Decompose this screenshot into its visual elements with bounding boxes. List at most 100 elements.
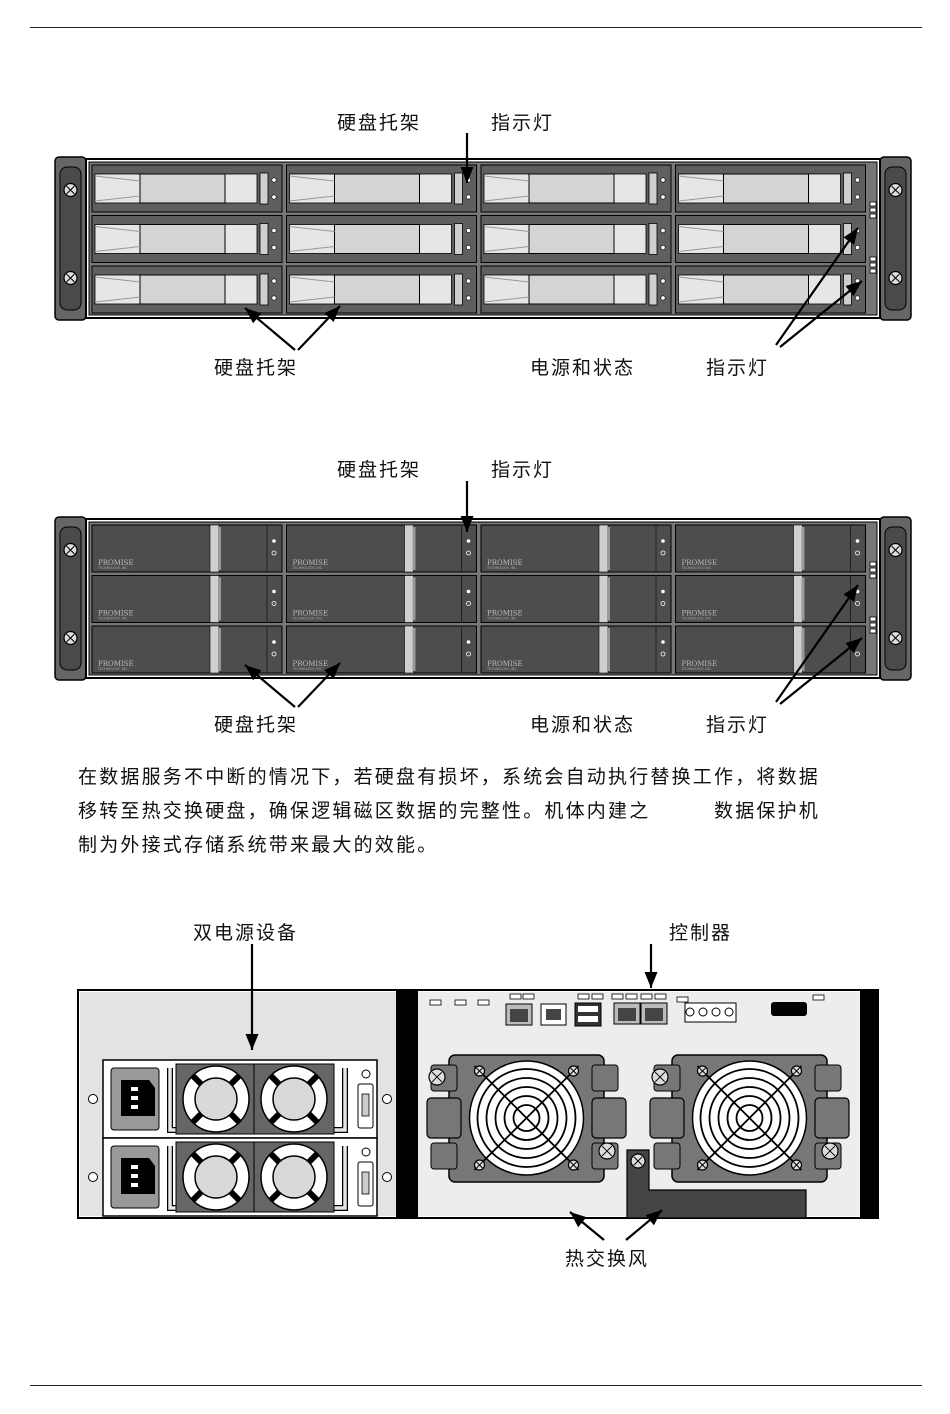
promise-logo-text: PROMISE [293, 610, 329, 618]
fan-tab-small [591, 1064, 619, 1092]
drive-led [855, 651, 860, 657]
bezel-panel [91, 524, 283, 573]
drive-led [271, 177, 277, 183]
bezel-panel [286, 625, 477, 674]
rj45-opening [645, 1008, 663, 1021]
fig2-label-drive-carrier-bottom: 硬盘托架 [214, 714, 299, 736]
status-led [611, 993, 624, 1000]
status-led [869, 201, 877, 207]
bezel-handle-edge [607, 628, 610, 671]
paragraph-line-3: 制为外接式存储系统带来最大的效能。 [78, 834, 439, 856]
ethernet-port-icon [613, 1002, 641, 1025]
fan-screw-icon [567, 1159, 580, 1171]
psu-fan-hub [194, 1077, 238, 1121]
sas-housing [684, 1002, 737, 1023]
carrier-latch-line [289, 195, 335, 202]
status-led [869, 268, 877, 274]
fig1-label-indicator-top: 指示灯 [491, 112, 555, 134]
status-led [869, 616, 877, 622]
serial-port-icon [540, 1003, 567, 1026]
paragraph-line-2: 移转至热交换硬盘，确保逻辑磁区数据的完整性。机体内建之 数据保护机 [78, 800, 821, 822]
drive-carrier [675, 164, 866, 213]
drive-led [271, 550, 277, 556]
socket-pin [131, 1165, 138, 1169]
promise-logo-text: PROMISE [682, 559, 718, 567]
fan-tab-small [653, 1142, 681, 1170]
carrier-latch [259, 223, 269, 255]
carrier-latch-line [289, 296, 335, 303]
thumbscrew-icon [888, 630, 903, 646]
status-led [869, 213, 877, 219]
fan-tray-handle [626, 1149, 807, 1219]
fan-tab-small [814, 1064, 842, 1092]
drive-led [466, 601, 471, 606]
promise-logo-subtext: TECHNOLOGY, INC. [292, 566, 324, 570]
psu-fan-strut [306, 1073, 320, 1087]
carrier-latch-line [678, 195, 724, 202]
carrier-window [139, 274, 226, 305]
psu-fan-strut [190, 1189, 204, 1203]
bezel-handle-edge [218, 527, 221, 570]
carrier-latch-line [94, 226, 141, 232]
thumbscrew-icon [63, 630, 78, 646]
fig3-arrow-fan-left [569, 1211, 605, 1241]
thumbscrew-icon [428, 1068, 446, 1086]
carrier-window [139, 173, 226, 204]
fig1-label-indicator-bottom: 指示灯 [706, 357, 770, 379]
drive-led [272, 640, 276, 644]
drive-carrier [91, 164, 283, 213]
carrier-window [334, 274, 420, 305]
promise-logo-text: PROMISE [293, 559, 329, 567]
sas-pin [698, 1007, 708, 1017]
bezel-panel [286, 524, 477, 573]
drive-carrier [286, 265, 477, 314]
fig1-arrow-indicator-upper [775, 227, 859, 346]
fig3-arrow-controller [644, 944, 658, 988]
bezel-handle-edge [218, 628, 221, 671]
drive-led [660, 177, 666, 183]
promise-logo-subtext: TECHNOLOGY, INC. [292, 667, 324, 671]
promise-logo-subtext: TECHNOLOGY, INC. [486, 566, 518, 570]
psu-screw-icon [382, 1172, 392, 1182]
drive-led [272, 539, 276, 543]
promise-logo-subtext: TECHNOLOGY, INC. [681, 617, 713, 621]
fan-screw-icon [473, 1159, 486, 1171]
promise-logo-text: PROMISE [487, 559, 523, 567]
carrier-latch-line [94, 276, 141, 283]
fan-grille-ring [708, 1077, 791, 1159]
drive-led [466, 651, 471, 657]
fig1-arrow-carrier-right [297, 305, 341, 351]
carrier-latch [843, 172, 852, 205]
drive-led [465, 194, 471, 200]
thumbscrew-icon [651, 1068, 669, 1086]
carrier-latch-line [678, 296, 724, 303]
carrier-latch [259, 172, 269, 205]
fig1-label-drive-carrier-top: 硬盘托架 [337, 112, 422, 134]
bezel-handle-edge [801, 628, 805, 671]
carrier-window [723, 224, 809, 254]
sas-pin [724, 1007, 734, 1017]
socket-pin [131, 1174, 138, 1178]
fig1-arrow-carrier-left [244, 307, 296, 351]
thumbscrew-icon [888, 270, 903, 286]
carrier-window [723, 274, 809, 305]
status-led [625, 993, 638, 1000]
drive-led [854, 177, 860, 183]
fan-grille-strut [696, 1065, 803, 1171]
drive-led [466, 589, 471, 594]
drive-led [661, 589, 665, 594]
chassis-front-drawing-1 [54, 133, 912, 351]
bezel-panel [480, 524, 672, 573]
thumbscrew-icon [888, 542, 903, 558]
drive-carrier [286, 164, 477, 213]
drive-led [271, 295, 277, 301]
drive-led [661, 640, 665, 644]
fig3-label-dual-power: 双电源设备 [193, 922, 299, 944]
carrier-window [723, 173, 809, 204]
drive-led [271, 278, 277, 284]
bezel-handle-edge [607, 527, 610, 570]
